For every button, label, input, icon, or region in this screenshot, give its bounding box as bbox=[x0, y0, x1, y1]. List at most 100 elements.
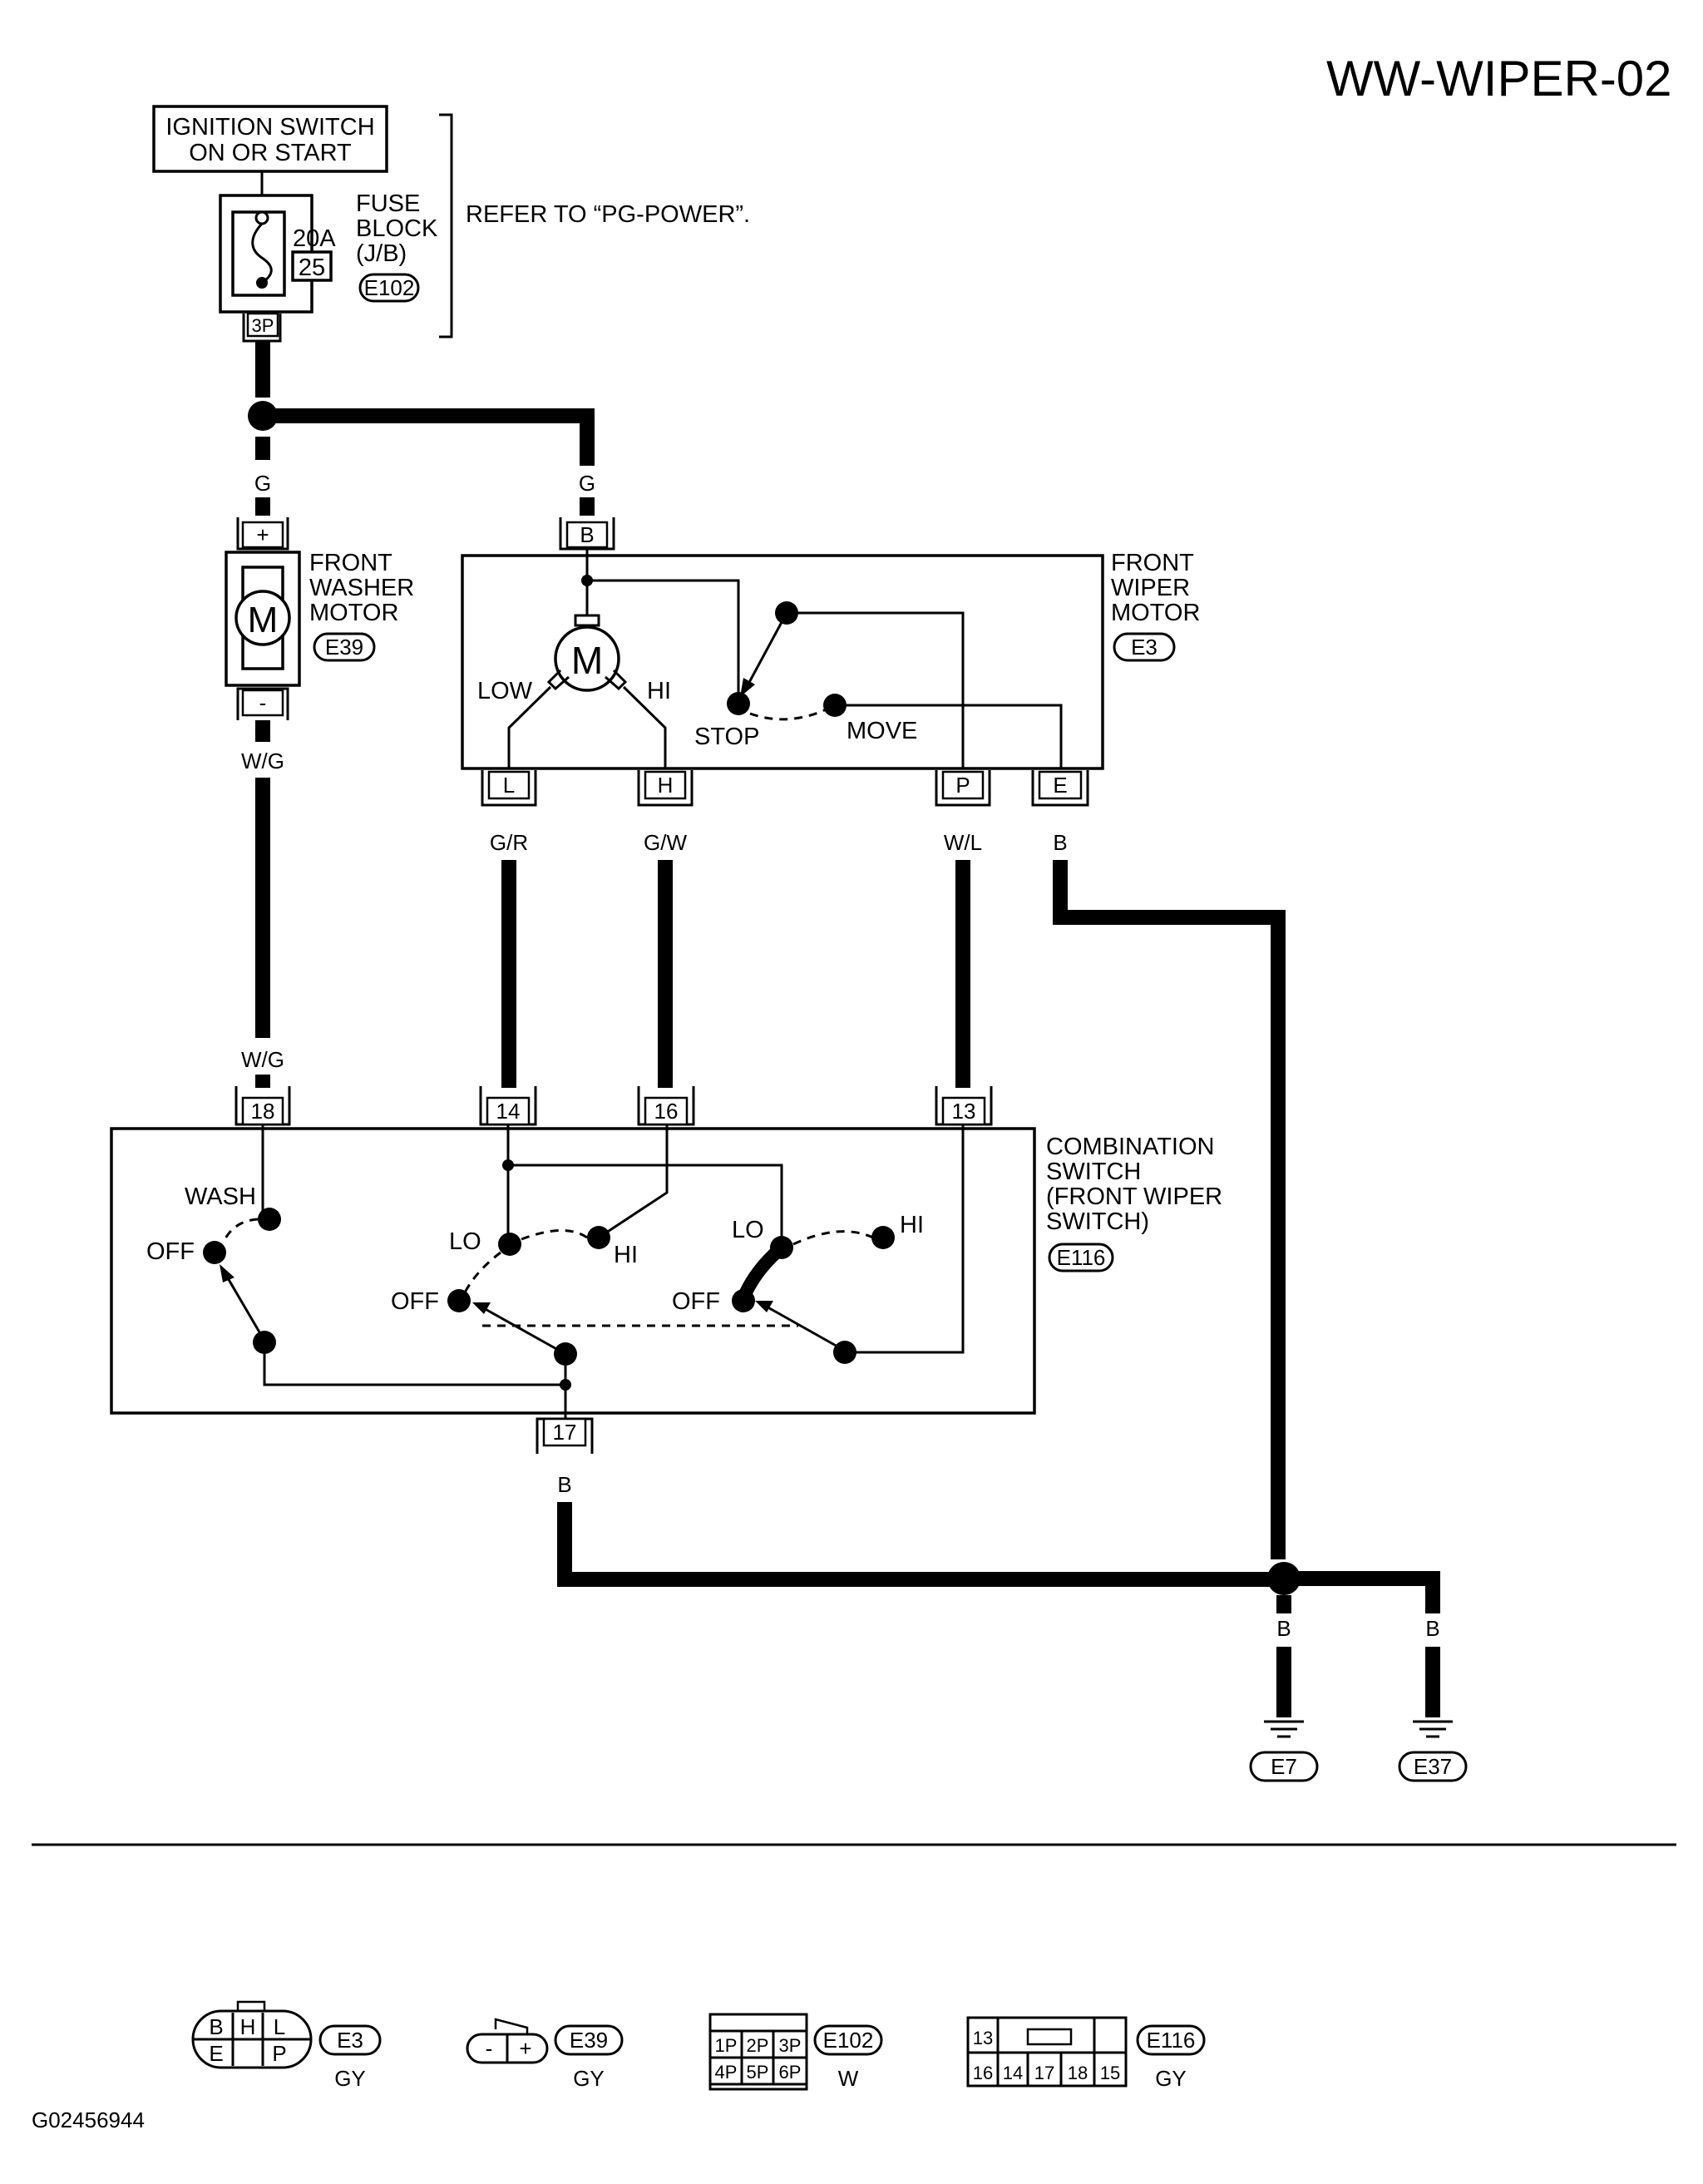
wiper-motor-p-connector: P bbox=[935, 770, 991, 807]
switch-connector-16: 16 bbox=[637, 1086, 695, 1126]
park-switch-arm bbox=[745, 612, 788, 688]
svg-text:L: L bbox=[503, 773, 515, 798]
wire-color-wg-bottom: W/G bbox=[241, 1047, 284, 1072]
off1-label: OFF bbox=[391, 1288, 439, 1315]
switch-ground-junction bbox=[560, 1379, 571, 1391]
svg-text:SWITCH: SWITCH bbox=[1046, 1159, 1141, 1185]
connector-view-e102-color: W bbox=[838, 2066, 859, 2091]
wire-g-to-wiper-motor bbox=[263, 408, 595, 466]
fuse-block-connector-id: E102 bbox=[364, 275, 415, 300]
connector-3p: 3P bbox=[242, 312, 282, 343]
ground-e7-label: E7 bbox=[1271, 1754, 1297, 1779]
fuse-terminal-dot bbox=[256, 277, 268, 289]
svg-text:P: P bbox=[272, 2041, 286, 2066]
ignition-switch-state: ON OR START bbox=[189, 140, 352, 166]
connector-view-e3: B H L E P E3 GY bbox=[191, 2000, 382, 2091]
svg-text:3P: 3P bbox=[779, 2035, 802, 2056]
combination-switch-label: COMBINATION SWITCH (FRONT WIPER SWITCH) … bbox=[1046, 1134, 1222, 1272]
connector-view-e102: 1P 2P 3P 4P 5P 6P E102 W bbox=[708, 2013, 883, 2091]
wire-color-b-switch: B bbox=[557, 1472, 571, 1497]
ground-e7: E7 bbox=[1249, 1720, 1319, 1782]
svg-text:14: 14 bbox=[496, 1099, 521, 1124]
washer-motor-connector-id: E39 bbox=[325, 635, 363, 660]
connector-view-e3-color: GY bbox=[334, 2066, 366, 2091]
wiper-switch2-travel bbox=[792, 1230, 874, 1246]
svg-text:15: 15 bbox=[1100, 2063, 1120, 2083]
svg-text:B: B bbox=[209, 2014, 223, 2039]
svg-text:14: 14 bbox=[1003, 2063, 1023, 2083]
svg-text:FUSE: FUSE bbox=[356, 190, 420, 217]
washer-off-contact bbox=[203, 1241, 226, 1264]
svg-text:17: 17 bbox=[553, 1420, 577, 1445]
connector-view-e116-id: E116 bbox=[1147, 2028, 1196, 2053]
connector-view-e116: 13 16 14 17 18 15 E116 GY bbox=[966, 2016, 1206, 2091]
hi1-label: HI bbox=[614, 1242, 638, 1268]
connector-view-e116-color: GY bbox=[1155, 2066, 1187, 2091]
refer-note: REFER TO “PG-POWER”. bbox=[466, 201, 750, 228]
move-label: MOVE bbox=[847, 718, 917, 744]
wiper-motor-h-connector: H bbox=[637, 770, 694, 807]
fuse-block: 20A 25 bbox=[219, 194, 336, 314]
wiper-switch2-arrow bbox=[755, 1301, 773, 1312]
wire-color-b-e7: B bbox=[1276, 1616, 1291, 1641]
svg-text:MOTOR: MOTOR bbox=[1111, 600, 1200, 626]
wire-b-e37 bbox=[1284, 1571, 1440, 1613]
wiper-switch2-p-wire bbox=[845, 1124, 965, 1354]
svg-text:WIPER: WIPER bbox=[1111, 575, 1190, 601]
svg-text:COMBINATION: COMBINATION bbox=[1046, 1134, 1214, 1160]
svg-text:+: + bbox=[256, 522, 269, 547]
ignition-switch-box: IGNITION SWITCH ON OR START bbox=[152, 105, 388, 173]
wire-color-gw: G/W bbox=[644, 830, 687, 855]
wiper-switch1-arrow bbox=[472, 1302, 491, 1314]
washer-motor-minus-connector: - bbox=[236, 687, 289, 720]
washer-off-label: OFF bbox=[146, 1238, 195, 1265]
wire-color-wg-top: W/G bbox=[241, 749, 284, 773]
wiper-motor-b-connector: B bbox=[559, 517, 615, 551]
wiper-switch1-travel bbox=[521, 1229, 588, 1241]
svg-text:17: 17 bbox=[1034, 2063, 1054, 2083]
wire-b-motor-ground bbox=[1053, 860, 1286, 1559]
svg-text:+: + bbox=[519, 2036, 531, 2061]
fuse-number: 25 bbox=[299, 254, 325, 281]
hi2-contact bbox=[871, 1226, 895, 1249]
ground-e37-label: E37 bbox=[1414, 1754, 1452, 1779]
ground-e37: E37 bbox=[1398, 1720, 1468, 1782]
park-switch-p-wire bbox=[787, 611, 965, 769]
connector-view-e3-id: E3 bbox=[337, 2028, 363, 2053]
svg-text:16: 16 bbox=[973, 2063, 993, 2083]
figure-id: G02456944 bbox=[32, 2107, 145, 2132]
wiper-motor-icon: M bbox=[546, 614, 628, 692]
switch-connector-14: 14 bbox=[479, 1086, 537, 1126]
svg-text:E: E bbox=[209, 2041, 223, 2066]
wiper-hi-label: HI bbox=[647, 678, 671, 704]
combination-switch-connector-id: E116 bbox=[1057, 1245, 1106, 1270]
svg-text:B: B bbox=[580, 522, 594, 547]
svg-text:13: 13 bbox=[973, 2028, 993, 2048]
connector-view-e39-id: E39 bbox=[570, 2028, 608, 2053]
wiper-motor-label: FRONT WIPER MOTOR E3 bbox=[1111, 550, 1200, 662]
washer-motor-label: FRONT WASHER MOTOR E39 bbox=[309, 550, 414, 662]
svg-text:2P: 2P bbox=[747, 2035, 769, 2056]
wiper-switch1-arm bbox=[481, 1306, 566, 1356]
svg-text:SWITCH): SWITCH) bbox=[1046, 1208, 1149, 1235]
switch-connector-13: 13 bbox=[935, 1086, 993, 1126]
svg-text:FRONT: FRONT bbox=[1111, 550, 1194, 576]
svg-text:M: M bbox=[571, 639, 603, 682]
svg-text:MOTOR: MOTOR bbox=[309, 600, 398, 626]
wiper-low-wire bbox=[507, 685, 552, 769]
switch-connector-18: 18 bbox=[234, 1086, 291, 1126]
wire-color-gr: G/R bbox=[490, 830, 528, 855]
fuse-block-label: FUSE BLOCK (J/B) E102 bbox=[356, 190, 438, 303]
connector-view-e102-id: E102 bbox=[823, 2028, 874, 2053]
svg-text:16: 16 bbox=[654, 1099, 679, 1124]
lo2-label: LO bbox=[732, 1217, 764, 1243]
svg-text:18: 18 bbox=[1068, 2063, 1088, 2083]
wire-color-b-e37: B bbox=[1425, 1616, 1439, 1641]
off1-contact bbox=[447, 1289, 471, 1312]
svg-text:P: P bbox=[955, 773, 970, 798]
svg-text:1P: 1P bbox=[715, 2035, 738, 2056]
wire-color-g-left: G bbox=[254, 471, 271, 496]
wiper-motor-connector-id: E3 bbox=[1131, 635, 1158, 660]
svg-text:5P: 5P bbox=[747, 2062, 769, 2083]
stop-contact bbox=[727, 692, 750, 715]
